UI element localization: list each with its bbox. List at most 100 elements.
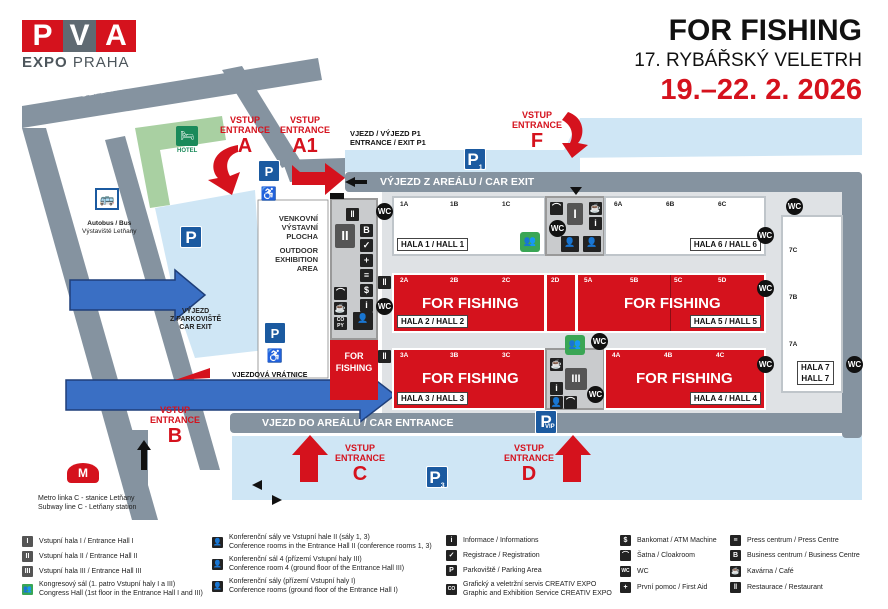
restaurant-icon: ǁ	[378, 276, 391, 289]
entrance-arrow-a1	[292, 163, 345, 195]
hall-5[interactable]: 5A 5B 5C 5D FOR FISHING HALA 5 / HALL 5	[576, 273, 766, 333]
restaurant-icon: ǁ	[346, 208, 359, 221]
entrance-arrow-d	[555, 435, 591, 482]
entrance-hall-i-icon: I	[567, 203, 583, 225]
legend-conference-rooms-1-3: 👤Konferenční sály ve Vstupní hale II (sá…	[212, 534, 432, 550]
event-title: FOR FISHING	[668, 14, 862, 47]
entrance-arrow-a	[208, 145, 240, 195]
press-centre-icon: ≡	[360, 269, 373, 282]
gate-marker	[330, 193, 344, 199]
road-inner-vertical	[222, 66, 300, 168]
wc-icon: WC	[549, 220, 566, 237]
legend-press-centre: ≡Press centrum / Press Centre	[730, 535, 839, 546]
hall-3[interactable]: 3A 3B 3C FOR FISHING HALA 3 / HALL 3	[392, 348, 546, 410]
parking-p3: P3	[426, 466, 448, 489]
cloakroom-icon: ⌒	[564, 396, 577, 409]
blue-area-p1	[345, 150, 580, 172]
blue-arrow-upper	[69, 268, 207, 322]
bus-icon: 🚌	[95, 188, 119, 210]
cafe-icon: ☕	[334, 302, 347, 315]
atm-icon: $	[360, 284, 373, 297]
hall-4[interactable]: 4A 4B 4C FOR FISHING HALA 4 / HALL 4	[604, 348, 766, 410]
hotel-label: HOTEL	[177, 148, 198, 154]
hall-2-label: HALA 2 / HALL 2	[397, 315, 469, 328]
hall-2[interactable]: 2A 2B 2C FOR FISHING HALA 2 / HALL 2	[392, 273, 546, 333]
arrow-metro-up	[137, 440, 151, 450]
blue-area-top-right	[560, 118, 862, 158]
entrance-arrow-c	[292, 435, 328, 482]
information-icon: i	[589, 217, 602, 230]
arrow-exit-left	[345, 177, 355, 187]
arrow-car-out	[272, 495, 282, 505]
legend-cloakroom: ⌒Šatna / Cloakroom	[620, 550, 695, 561]
wc-icon: WC	[376, 203, 393, 220]
wc-icon: WC	[376, 298, 393, 315]
hall-2d[interactable]: 2D	[545, 273, 577, 333]
registration-icon: ✓	[360, 239, 373, 252]
logo-letter-a: A	[96, 20, 136, 52]
wc-icon: WC	[757, 227, 774, 244]
wc-icon: WC	[587, 386, 604, 403]
parking-disabled-left: P♿	[264, 322, 286, 363]
entrance-hall-iii[interactable]: III ☕ i 👤 ⌒ WC	[545, 348, 605, 410]
wc-icon: WC	[591, 333, 608, 350]
wc-icon: WC	[846, 356, 863, 373]
car-entrance-label: VJEZD DO AREÁLU / CAR ENTRANCE	[262, 417, 454, 429]
wc-icon: WC	[757, 280, 774, 297]
wc-icon: WC	[786, 198, 803, 215]
legend-cafe: ☕Kavárna / Café	[730, 566, 794, 577]
event-subtitle: 17. RYBÁŘSKÝ VELETRH	[634, 50, 862, 71]
legend-atm: $Bankomat / ATM Machine	[620, 535, 717, 546]
event-dates: 19.–22. 2. 2026	[660, 74, 862, 106]
conference-room-4-icon: 👤	[550, 396, 563, 409]
conference-room-7-icon: 👤	[583, 236, 601, 252]
cafe-icon: ☕	[589, 202, 602, 215]
road-right	[842, 172, 862, 438]
blue-area-bottom	[232, 436, 862, 500]
entrance-hall-iii-icon: III	[565, 368, 587, 390]
legend-first-aid: +První pomoc / First Aid	[620, 582, 707, 593]
entrance-hall-i[interactable]: I ⌒ ☕ i WC 👤 👤	[545, 196, 605, 256]
legend-registration: ✓Registrace / Registration	[446, 550, 540, 561]
legend-conference-room-4: 👤Konferenční sál 4 (přízemí Vstupní haly…	[212, 556, 405, 572]
parking-disabled-a1: P♿	[258, 160, 280, 201]
logo-subtitle: EXPO PRAHA	[22, 54, 130, 71]
conference-rooms-1-3-icon: 👤	[353, 312, 373, 330]
cafe-icon: ☕	[550, 358, 563, 371]
car-exit-label: VÝJEZD Z AREÁLU / CAR EXIT	[380, 176, 535, 188]
information-icon: i	[360, 299, 373, 312]
metro-icon: M	[67, 463, 99, 483]
business-centre-icon: B	[360, 224, 373, 237]
hotel-icon: 🛏	[176, 126, 198, 146]
conference-rooms-5-6-icon: 👤	[561, 236, 579, 252]
congress-hall-icon: 👥	[565, 335, 585, 355]
wc-icon: WC	[757, 356, 774, 373]
parking-hotel: P	[180, 226, 202, 248]
entrance-arrow-f	[562, 112, 588, 158]
hall-6[interactable]: 6A 6B 6C HALA 6 / HALL 6	[604, 196, 766, 256]
entrance-hall-ii[interactable]: II ǁ B ✓ + ≡ $ i ⌒ ☕ CO PY 👤	[330, 198, 378, 340]
hall-6-label: HALA 6 / HALL 6	[689, 238, 761, 251]
hall-1[interactable]: 1A 1B 1C HALA 1 / HALL 1 👥	[392, 196, 546, 256]
